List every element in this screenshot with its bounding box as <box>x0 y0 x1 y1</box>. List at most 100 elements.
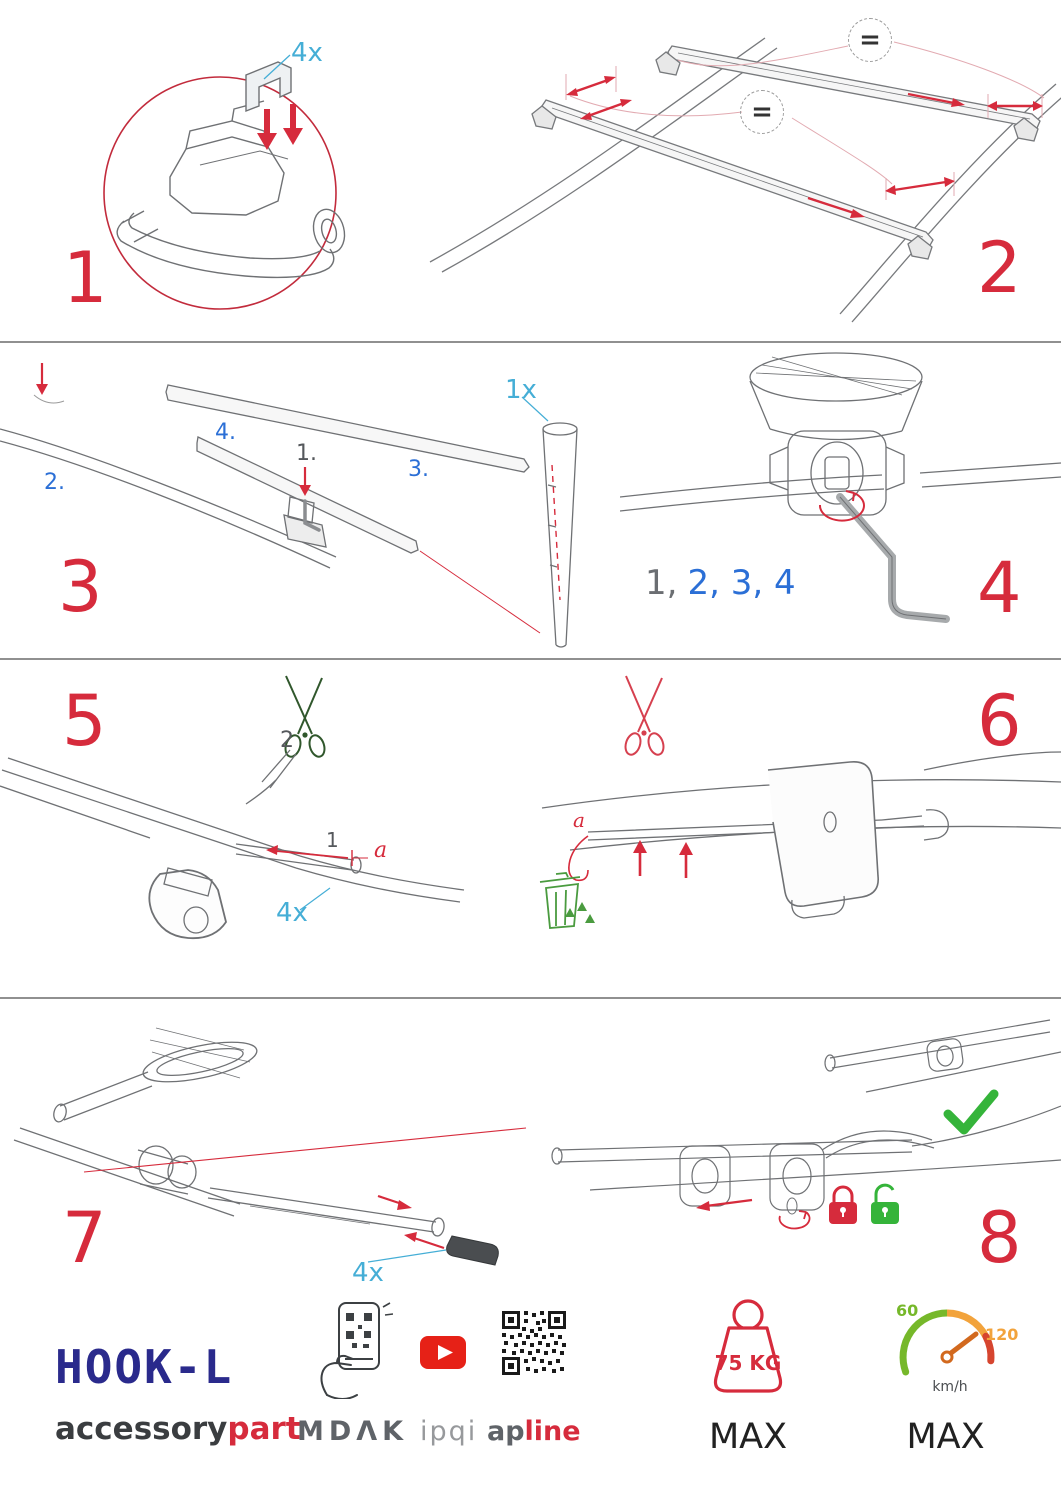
step3-number: 3 <box>58 546 103 628</box>
step5-cut-strap-drawing <box>0 675 465 940</box>
pull-arrow <box>266 845 368 866</box>
key-icon <box>786 1197 798 1215</box>
speed-high-label: 120 <box>985 1325 1019 1344</box>
step5-qty-label: 4x <box>276 898 308 928</box>
order-label-1: 1. <box>296 441 317 466</box>
step6-number: 6 <box>977 680 1022 762</box>
crossbar <box>165 384 530 473</box>
padlock-unlocked-icon <box>871 1183 899 1224</box>
strap-sleeve <box>542 422 578 436</box>
qty-leader-line <box>367 1249 447 1263</box>
step-3: 4. 1. 2. 3. 1x 3 <box>0 345 620 657</box>
logo-apline: apline <box>487 1416 581 1447</box>
step4-sequence-label: 1,2, 3, 4 <box>645 563 796 603</box>
up-arrows <box>633 840 693 855</box>
measure-arrows <box>566 76 1043 218</box>
step-7: 7 4x <box>0 1000 530 1295</box>
step1-qty-label: 4x <box>291 38 323 68</box>
measure-extension-lines <box>565 41 1045 200</box>
step8-lock-drawing <box>551 1019 1061 1230</box>
step-5: 5 2 1 a 4x <box>0 662 530 994</box>
logo-ap-red: line <box>524 1416 581 1447</box>
step5-number: 5 <box>62 680 107 762</box>
step3-arrows <box>36 363 561 634</box>
step2-spacing-drawing <box>429 37 1061 323</box>
clamp-body <box>769 1143 825 1211</box>
crossbar-front <box>667 45 1041 129</box>
product-name: HOOK-L <box>55 1340 234 1394</box>
rotate-arrow <box>818 490 865 522</box>
sequence-todo: 2, 3, 4 <box>687 563 796 603</box>
speed-max-label: MAX <box>906 1417 985 1457</box>
step1-detail-drawing <box>103 54 346 310</box>
order-label-2: 2. <box>44 470 65 495</box>
clamp-body <box>679 1145 731 1207</box>
cutoff-strap-piece <box>568 835 688 882</box>
logo-mdak: MDΛK <box>297 1416 409 1447</box>
step4-tighten-drawing <box>619 352 1061 623</box>
sequence-done: 1, <box>645 563 678 603</box>
logo-ap-gray: ap <box>487 1416 525 1447</box>
step-6: a 6 <box>530 662 1061 994</box>
recycle-icon <box>565 902 595 923</box>
hook-bracket <box>767 761 879 908</box>
equal-sign: = <box>859 25 881 55</box>
equal-spacing-badge: = <box>848 18 892 62</box>
section-divider <box>0 658 1061 660</box>
brand-red-part: part <box>227 1411 301 1447</box>
step-8: 8 <box>530 1000 1061 1295</box>
step5-cut-order-label: 2 <box>280 728 294 753</box>
section-divider <box>0 997 1061 999</box>
youtube-icon <box>420 1336 466 1369</box>
qty-leader-line <box>263 54 291 80</box>
allen-key-icon <box>303 499 321 532</box>
end-cap <box>446 1235 499 1266</box>
step-2: = = 2 <box>420 0 1061 335</box>
rotate-arrow <box>778 1210 811 1230</box>
weight-max-label: MAX <box>708 1417 788 1457</box>
order-label-3: 3. <box>408 457 429 482</box>
logo-ipqi: ipqi <box>420 1416 478 1447</box>
trash-bin-icon <box>539 872 581 929</box>
step4-number: 4 <box>977 547 1022 629</box>
checkmark-icon <box>943 1089 999 1135</box>
clamp-body <box>787 430 887 516</box>
clamp-insert-part <box>245 61 292 113</box>
scissors-icon <box>284 675 326 758</box>
equal-spacing-badge: = <box>740 90 784 134</box>
footer: HOOK-L accessorypart <box>0 1295 1061 1500</box>
step5-dim-label: a <box>374 838 388 863</box>
brand-gray-part: accessory <box>55 1411 228 1447</box>
step2-number: 2 <box>977 227 1022 309</box>
scissors-icon <box>624 675 665 756</box>
section-divider <box>0 341 1061 343</box>
qty-leader-line <box>299 887 331 911</box>
step3-qty-label: 1x <box>505 375 537 405</box>
step7-number: 7 <box>62 1197 107 1279</box>
brand-logo: accessorypart <box>55 1411 301 1447</box>
clamp-body <box>148 869 227 940</box>
order-label-4: 4. <box>215 420 236 445</box>
speedometer-icon <box>899 1309 995 1376</box>
step6-dim-label: a <box>573 808 585 832</box>
slide-arrow <box>696 1198 753 1211</box>
phone-qr-scan-icon <box>320 1302 393 1399</box>
speed-low-label: 60 <box>896 1301 919 1320</box>
step7-qty-label: 4x <box>352 1258 384 1288</box>
speed-unit-label: km/h <box>932 1379 968 1395</box>
step5-pull-order-label: 1 <box>326 828 339 852</box>
qr-code <box>502 1311 566 1375</box>
insert-arrows <box>257 104 303 150</box>
weight-value-label: 75 KG <box>714 1351 782 1375</box>
step-1: 4x 1 <box>40 15 410 335</box>
qty-leader-line <box>521 396 549 422</box>
weight-max-icon <box>713 1299 783 1393</box>
equal-sign: = <box>751 97 773 127</box>
step7-endcap-drawing <box>13 1027 527 1266</box>
step1-number: 1 <box>63 237 108 319</box>
step-4: 1,2, 3, 4 4 <box>619 345 1061 657</box>
padlock-locked-icon <box>829 1185 857 1224</box>
zoom-circle <box>103 76 337 310</box>
step6-trim-drawing <box>539 675 1061 929</box>
